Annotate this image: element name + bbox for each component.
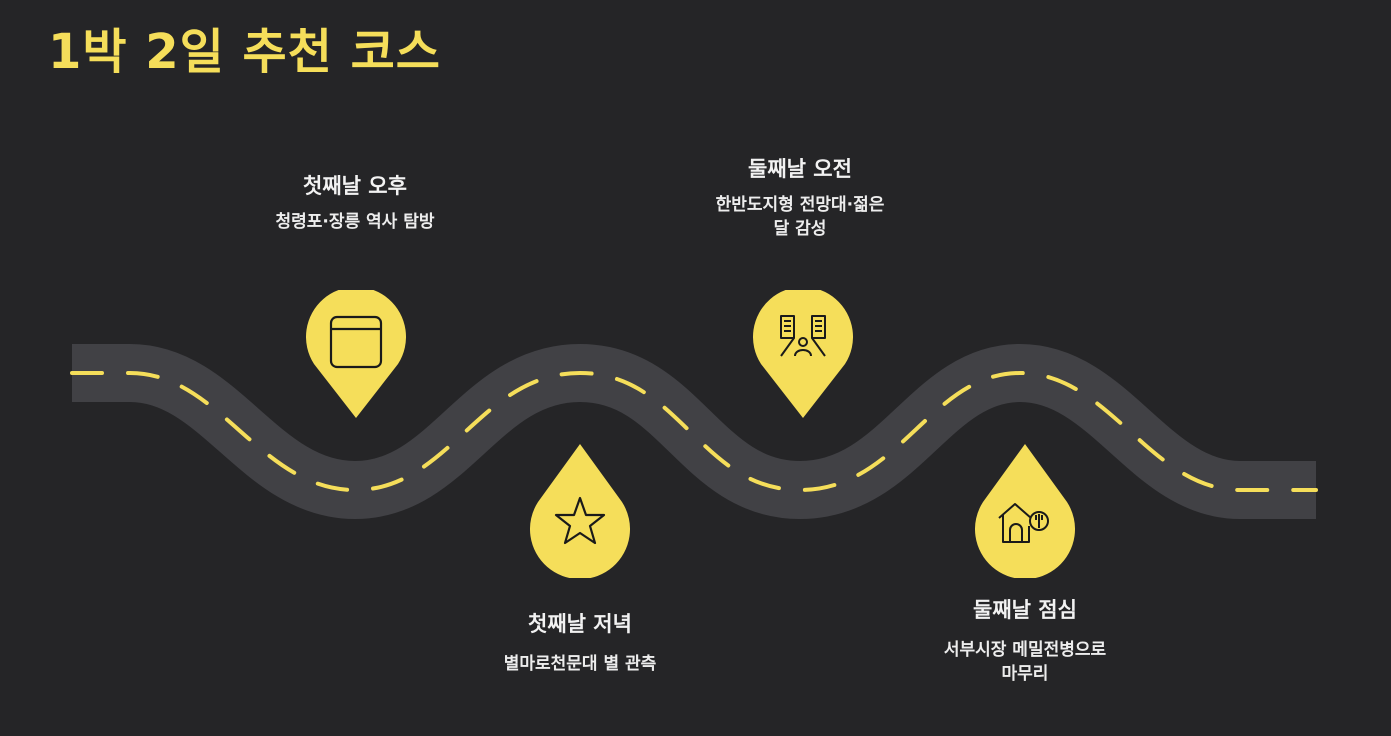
stop-description-line: 마무리 (1001, 664, 1049, 684)
calendar-icon (329, 315, 383, 369)
stop-first-day-evening: 첫째날 저녁 별마로천문대 별 관측 (455, 610, 705, 676)
stop-first-day-afternoon: 첫째날 오후 청령포·장릉 역사 탐방 (230, 172, 480, 234)
city-street-icon (780, 315, 826, 357)
stop-second-day-lunch: 둘째날 점심 서부시장 메밀전병으로 마무리 (890, 596, 1160, 686)
stop-description: 한반도지형 전망대·젊은 달 감성 (665, 193, 935, 241)
road-center-dashes (70, 370, 1318, 493)
stop-second-day-morning: 둘째날 오전 한반도지형 전망대·젊은 달 감성 (665, 155, 935, 241)
pin-second-day-morning (753, 290, 853, 418)
pin-first-day-evening (530, 444, 630, 578)
stop-heading: 둘째날 점심 (973, 598, 1077, 622)
pin-second-day-lunch (975, 444, 1075, 578)
restaurant-house-icon (998, 503, 1049, 543)
stop-heading: 첫째날 오후 (303, 174, 407, 198)
page-title: 1박 2일 추천 코스 (48, 24, 441, 80)
stop-description-line: 한반도지형 전망대·젊은 (715, 195, 885, 215)
star-icon (554, 496, 606, 545)
pin-first-day-afternoon (306, 290, 406, 418)
stop-description: 별마로천문대 별 관측 (503, 654, 657, 674)
stop-heading: 둘째날 오전 (748, 157, 852, 181)
stop-description: 청령포·장릉 역사 탐방 (275, 212, 435, 232)
stop-description-line: 서부시장 메밀전병으로 (943, 640, 1107, 660)
stop-heading: 첫째날 저녁 (528, 612, 632, 636)
stop-description: 서부시장 메밀전병으로 마무리 (890, 638, 1160, 686)
stop-description-line: 달 감성 (773, 219, 827, 239)
road-surface (72, 343, 1316, 520)
